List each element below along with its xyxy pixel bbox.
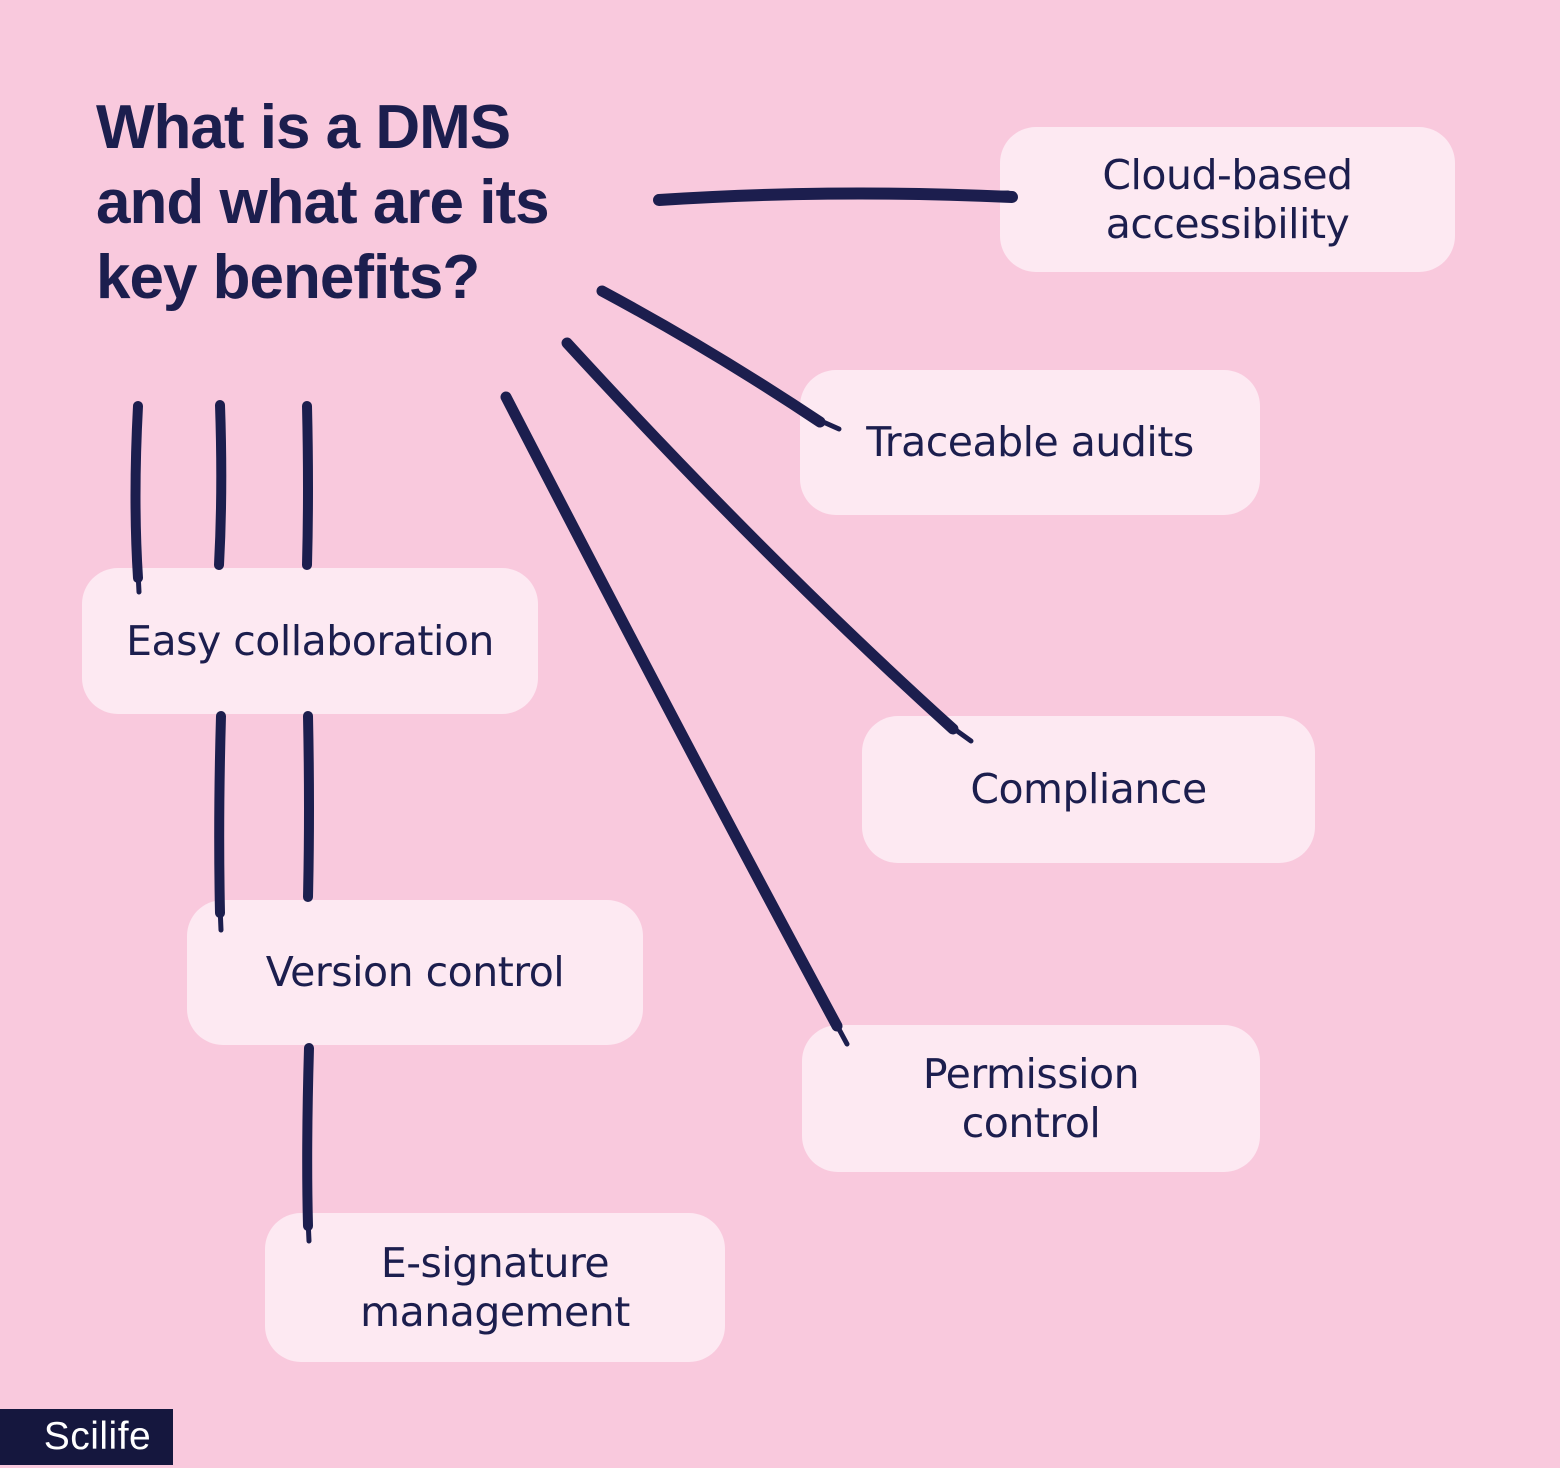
connector-version-line-lower (214, 711, 226, 918)
page-title-line-2: and what are its (96, 168, 550, 237)
benefit-label-e-signature-management: E-signature management (360, 1238, 630, 1336)
benefit-label-permission-control: Permission control (922, 1049, 1140, 1147)
page-title: What is a DMS and what are its key benef… (96, 90, 636, 315)
benefit-card-cloud-based-accessibility: Cloud-based accessibility (1000, 127, 1455, 272)
benefit-label-traceable-audits: Traceable audits (866, 418, 1194, 466)
benefit-card-traceable-audits: Traceable audits (800, 370, 1260, 515)
scilife-logo: Scilife (0, 1409, 173, 1465)
page-title-line-3: key benefits? (96, 243, 480, 312)
connector-esig-line-upper (302, 401, 313, 570)
connector-esig-line-lower (302, 1043, 314, 1231)
connector-collab-line (130, 401, 143, 583)
benefit-label-cloud-based-accessibility: Cloud-based accessibility (1102, 150, 1353, 248)
benefit-card-easy-collaboration: Easy collaboration (82, 568, 538, 714)
scilife-logo-text: Scilife (43, 1415, 152, 1458)
benefit-label-version-control: Version control (265, 948, 565, 996)
page-title-line-1: What is a DMS (96, 93, 511, 162)
benefit-card-permission-control: Permission control (802, 1025, 1260, 1172)
connector-esig-line-middle (303, 711, 314, 902)
connector-version-line-upper (214, 400, 227, 570)
benefit-label-compliance: Compliance (970, 765, 1207, 813)
benefit-card-version-control: Version control (187, 900, 643, 1045)
benefit-label-easy-collaboration: Easy collaboration (126, 616, 494, 665)
benefit-card-compliance: Compliance (862, 716, 1315, 863)
connector-cloud-line (653, 187, 1018, 206)
connector-cloud-line-overdraw (726, 189, 1012, 199)
benefit-card-e-signature-management: E-signature management (265, 1213, 725, 1362)
